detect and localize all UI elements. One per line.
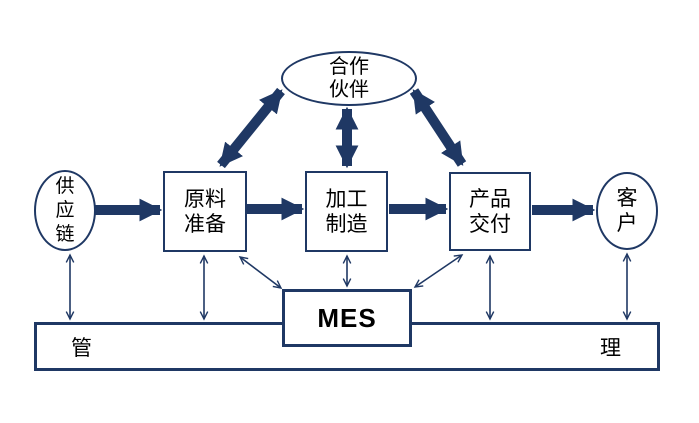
node-processing: 加工 制造 — [305, 171, 388, 252]
node-supply-label-line3: 链 — [55, 223, 75, 245]
node-partner: 合作 伙伴 — [281, 51, 417, 106]
node-partner-label-line1: 合作 — [329, 55, 369, 78]
node-deliver-label-line1: 产品 — [469, 187, 511, 211]
node-customer: 客 户 — [596, 172, 658, 250]
node-customer-label-line1: 客 — [616, 187, 638, 210]
node-supply-chain: 供 应 链 — [34, 170, 96, 251]
arrow-deliver-mes — [413, 254, 464, 288]
node-partner-label-line2: 伙伴 — [329, 78, 369, 101]
node-mes: MES — [282, 289, 412, 347]
node-supply-label-line2: 应 — [55, 199, 75, 221]
management-bar-right-char: 理 — [600, 336, 621, 360]
node-raw-label-line2: 准备 — [184, 212, 226, 236]
node-deliver-label-line2: 交付 — [469, 212, 511, 236]
arrow-raw-partner — [217, 87, 285, 169]
management-bar-left-char: 管 — [71, 336, 92, 360]
node-raw-label-line1: 原料 — [184, 187, 226, 211]
node-process-label-line1: 加工 — [325, 187, 368, 211]
node-supply-label-line1: 供 — [55, 175, 75, 197]
node-customer-label-line2: 户 — [616, 212, 638, 235]
node-delivery: 产品 交付 — [449, 172, 531, 251]
node-process-label-line2: 制造 — [325, 212, 368, 236]
node-raw-material: 原料 准备 — [163, 171, 247, 252]
arrow-raw-mes — [238, 256, 283, 289]
mes-label: MES — [317, 302, 377, 333]
arrow-deliver-partner — [409, 88, 467, 167]
